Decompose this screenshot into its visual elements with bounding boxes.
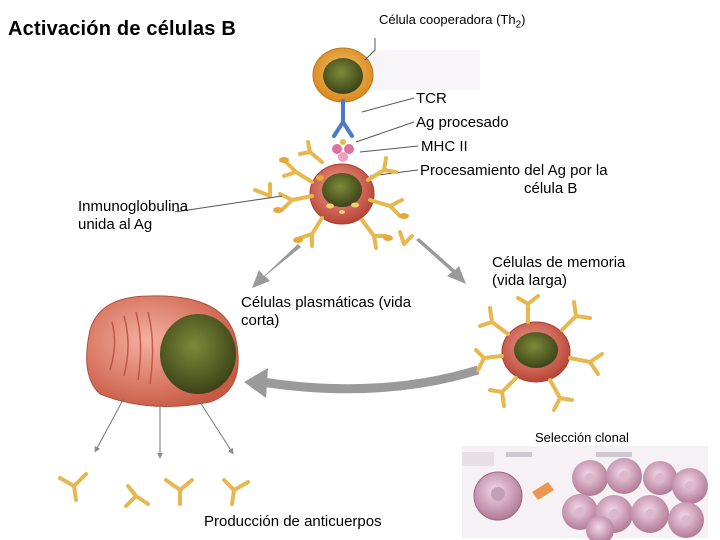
b-cell	[309, 163, 375, 225]
background-smudge	[370, 50, 480, 90]
immunoglobulin-label-line1: Inmunoglobulina	[78, 198, 189, 215]
b-cell-antibodies	[253, 140, 414, 250]
page-title: Activación de células B	[8, 18, 237, 40]
tcr-label: TCR	[416, 90, 447, 107]
tcr-receptor	[332, 99, 354, 138]
mhc-label: MHC II	[421, 138, 468, 155]
helper-cell-text: Célula cooperadora (Th	[379, 12, 516, 27]
arrows	[244, 238, 480, 398]
free-antibodies	[58, 472, 250, 508]
processing-label-line2: célula B	[524, 180, 578, 197]
clonal-selection-illustration	[462, 446, 708, 540]
helper-cell-close: )	[521, 12, 526, 27]
helper-cell-subscript: 2	[515, 19, 522, 31]
ig-pointer	[174, 195, 283, 213]
plasma-label-line2: corta)	[241, 312, 280, 329]
plasma-cell	[86, 295, 239, 407]
plasma-label-line1: Células plasmáticas (vida	[241, 294, 412, 311]
ag-processed-label: Ag procesado	[416, 114, 509, 131]
helper-cell-label: Célula cooperadora (Th2)	[379, 12, 525, 34]
antibody-production-label: Producción de anticuerpos	[204, 513, 382, 530]
memory-label-line2: (vida larga)	[492, 272, 568, 289]
processing-label-line1: Procesamiento del Ag por la	[420, 162, 608, 179]
plasma-output-lines	[94, 397, 234, 459]
mhc-ii-complex	[332, 139, 354, 162]
memory-label-line1: Células de memoria	[492, 254, 626, 271]
immunoglobulin-label-line2: unida al Ag	[78, 216, 153, 233]
memory-cell	[474, 294, 604, 412]
helper-t-cell	[312, 47, 374, 103]
antigen-blobs	[273, 157, 409, 243]
clonal-selection-label: Selección clonal	[535, 430, 629, 445]
